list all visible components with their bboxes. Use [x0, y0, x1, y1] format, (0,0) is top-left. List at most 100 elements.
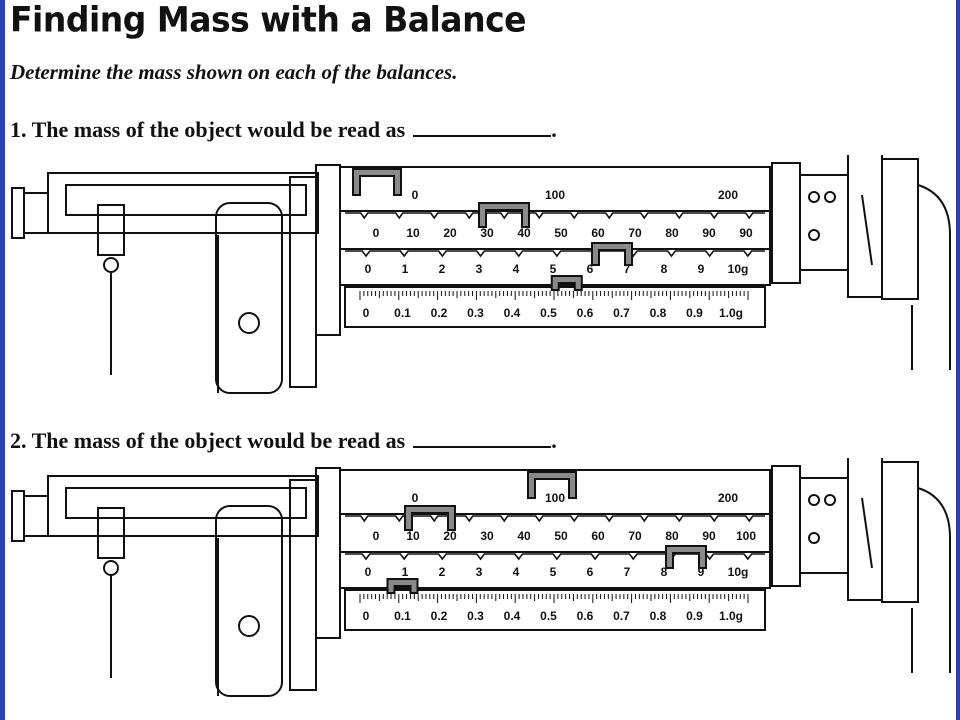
scale-label: 0.2: [431, 306, 448, 320]
question-2: 2. The mass of the object would be read …: [10, 428, 557, 454]
scale-label: 50: [554, 226, 568, 240]
scale-label: 200: [718, 491, 738, 505]
scale-label: 1: [402, 262, 409, 276]
hanger-hook: [103, 560, 119, 576]
scale-label: 8: [661, 262, 668, 276]
adjust-screw: [238, 615, 260, 637]
beam-pivot-cap: [315, 164, 341, 336]
scale-label: 0.8: [650, 609, 667, 623]
answer-blank[interactable]: [413, 428, 552, 448]
left-knob: [11, 187, 25, 239]
scale-label: 2: [439, 565, 446, 579]
scale-label: 80: [665, 529, 679, 543]
scale-label: 90: [702, 529, 716, 543]
beam-notches: [345, 250, 765, 258]
scale-label: 0: [373, 226, 380, 240]
question-text: The mass of the object would be read as: [31, 117, 406, 142]
stand-right: [917, 184, 951, 370]
beam-pivot: [289, 176, 317, 388]
scale-label: 6: [587, 262, 594, 276]
scale-label: 0: [373, 529, 380, 543]
scale-label: 0.9: [686, 306, 703, 320]
beam-notches: [345, 212, 765, 220]
scale-label: 0: [363, 306, 370, 320]
scale-label: 10g: [728, 262, 749, 276]
scale-label: 200: [718, 188, 738, 202]
scale-label: 20: [443, 529, 457, 543]
scale-label: 0.9: [686, 609, 703, 623]
scale-label: 0: [365, 262, 372, 276]
scale-label: 30: [480, 529, 494, 543]
scale-label: 5: [550, 262, 557, 276]
pointer-frame-outer: [881, 461, 919, 603]
scale-label: 9: [698, 262, 705, 276]
rider-tenths: [550, 275, 583, 291]
scale-label: 0.6: [577, 609, 594, 623]
beam-ones: [339, 551, 771, 589]
scale-label: 3: [476, 565, 483, 579]
scale-label: 60: [591, 226, 605, 240]
rider-ones: [665, 545, 707, 569]
question-end: .: [551, 428, 557, 453]
scale-label: 2: [439, 262, 446, 276]
right-housing: [771, 162, 801, 284]
scale-label: 100: [545, 491, 565, 505]
stand-right: [917, 487, 951, 673]
scale-label: 4: [513, 262, 520, 276]
scale-label: 50: [554, 529, 568, 543]
question-end: .: [551, 117, 557, 142]
scale-label: 0.7: [613, 306, 630, 320]
scale-label: 0.4: [504, 306, 521, 320]
question-text: The mass of the object would be read as: [31, 428, 406, 453]
scale-label: 90: [702, 226, 716, 240]
scale-label: 10: [406, 226, 420, 240]
question-number: 2.: [10, 428, 27, 453]
worksheet-title: Finding Mass with a Balance: [10, 0, 527, 40]
rider-hundreds: [527, 471, 577, 499]
scale-label: 0.6: [577, 306, 594, 320]
scale-label: 0.3: [467, 306, 484, 320]
rider-hundreds: [352, 168, 402, 196]
rider-tens: [404, 505, 456, 531]
scale-label: 8: [661, 565, 668, 579]
pointer-frame: [847, 155, 883, 298]
zero-adjust-box: [799, 477, 849, 574]
rider-ones: [591, 242, 633, 266]
scale-label: 1.0g: [719, 609, 743, 623]
scale-label: 80: [665, 226, 679, 240]
pointer-frame: [847, 458, 883, 601]
scale-label: 5: [550, 565, 557, 579]
answer-blank[interactable]: [413, 117, 552, 137]
scale-label: 1.0g: [719, 306, 743, 320]
zero-mark: [808, 191, 820, 203]
zero-mark: [824, 191, 836, 203]
scale-label: 0.1: [394, 306, 411, 320]
scale-label: 0: [412, 188, 419, 202]
scale-label: 0.1: [394, 609, 411, 623]
support-pillar: [215, 202, 283, 394]
scale-label: 70: [628, 529, 642, 543]
hanger-hook: [103, 257, 119, 273]
rider-tenths: [386, 578, 419, 594]
scale-label: 0.5: [540, 609, 557, 623]
scale-label: 30: [480, 226, 494, 240]
scale-label: 0: [365, 565, 372, 579]
scale-label: 0.2: [431, 609, 448, 623]
scale-label: 1: [402, 565, 409, 579]
right-housing: [771, 465, 801, 587]
scale-label: 10g: [728, 565, 749, 579]
pointer-arm-inner: [65, 487, 307, 519]
support-pillar: [215, 505, 283, 697]
knob-collar: [23, 192, 49, 234]
pointer-arm: [47, 172, 319, 234]
scale-label: 0.3: [467, 609, 484, 623]
left-border: [0, 0, 5, 720]
knob-collar: [23, 495, 49, 537]
scale-label: 7: [624, 262, 631, 276]
left-knob: [11, 490, 25, 542]
pointer-frame-outer: [881, 158, 919, 300]
scale-label: 6: [587, 565, 594, 579]
scale-label: 40: [517, 529, 531, 543]
